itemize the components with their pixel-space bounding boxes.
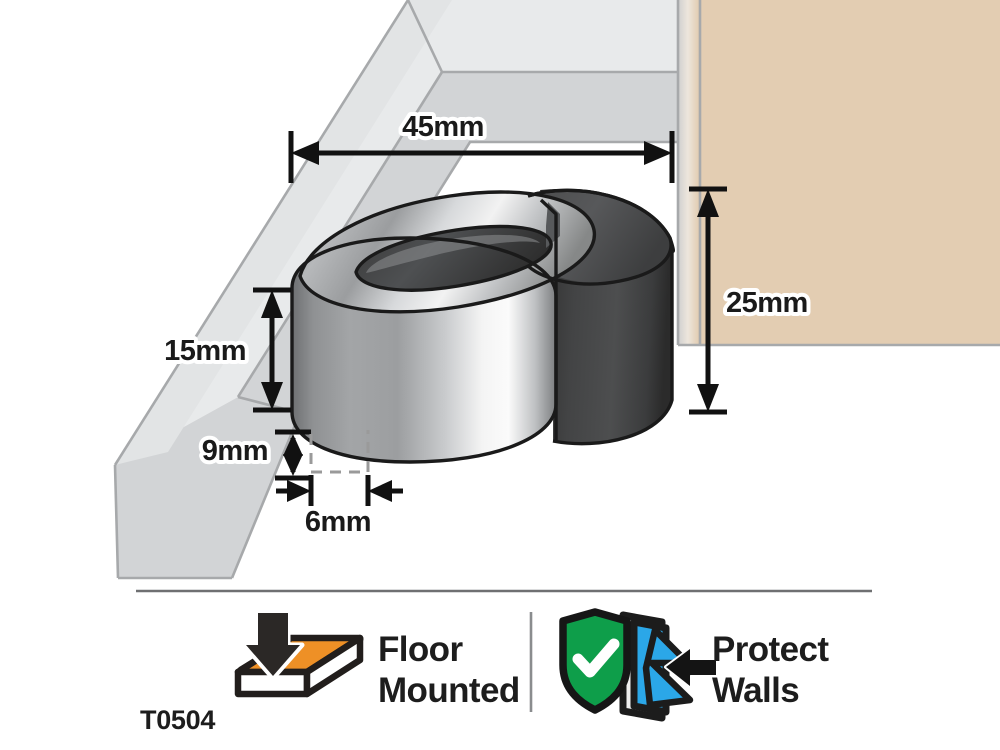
dimension-45mm: 45mm 45mm [288,107,675,183]
dim-25-arrow-bottom [697,384,719,412]
dim-25-label-halo: 25mm [726,287,808,319]
dimension-25mm: 25mm 25mm [689,186,812,415]
skirting-diagonal-top [115,0,452,465]
feature-floor-mounted: Floor Mounted [234,610,520,710]
door-panel [700,0,1000,345]
chrome-notch-outline [539,198,558,246]
dim-45-label: 45mm [402,111,484,143]
dim-9-arrow-bottom [283,454,303,476]
feature-protect-walls: Protect Walls [559,608,830,722]
top-slot-outline [354,224,553,292]
feature-walls-label-line2: Walls [712,671,799,710]
skirting-outline-left-foot [113,464,120,579]
door-edge-line [676,0,702,345]
wall-impact-arrow-fill [666,649,716,686]
check-icon [572,638,620,678]
rubber-top-outline [526,188,673,286]
dim-6-arrow-left [287,480,311,502]
skirting-top-band [115,0,678,465]
chrome-top-outline [298,190,596,314]
dim-15-arrow-top [261,290,283,318]
door-stop-product [290,188,675,464]
dimension-9mm: 9mm 9mm [198,429,311,481]
dim-6-arrow-right [368,480,392,502]
dim-9-label: 9mm [202,435,268,467]
dim-9-arrow-top [283,434,303,456]
skirting-right-light [442,72,678,142]
dim-6-label: 6mm [305,506,371,538]
skirting-outline-upper [113,0,410,466]
fixing-hidden-outline [309,430,370,474]
product-code: T0504 [140,705,215,735]
floor-slab-side-edge [303,634,364,698]
dimension-15mm: 15mm 15mm [160,287,291,413]
dim-6-label-halo: 6mm [305,506,371,538]
feature-floor-label-line1: Floor [378,630,463,669]
dim-15-label: 15mm [164,335,246,367]
footer-section: T0504 Floor Mounted [136,589,872,735]
concealed-fixing-detail: 6mm 6mm [276,430,403,542]
floor-mount-icon [234,610,364,698]
feature-walls-label-line1: Protect [712,630,829,669]
scene-geometry [113,0,1000,580]
protect-walls-icon [559,608,720,722]
dim-45-label-halo: 45mm [402,111,484,143]
dim-15-label-halo: 15mm [164,335,246,367]
feature-floor-label-line2: Mounted [378,671,520,710]
top-slot-highlight [366,234,540,273]
dim-9-label-halo: 9mm [202,435,268,467]
dim-25-arrow-top [697,189,719,217]
dim-25-label: 25mm [726,287,808,319]
door-edge-strip [678,0,700,345]
skirting-outline-diagonal-foot [230,412,302,579]
dim-45-arrow-right [644,141,672,165]
floor-down-arrow-fill [246,613,300,676]
dim-15-arrow-bottom [261,382,283,410]
dim-45-arrow-left [291,141,319,165]
